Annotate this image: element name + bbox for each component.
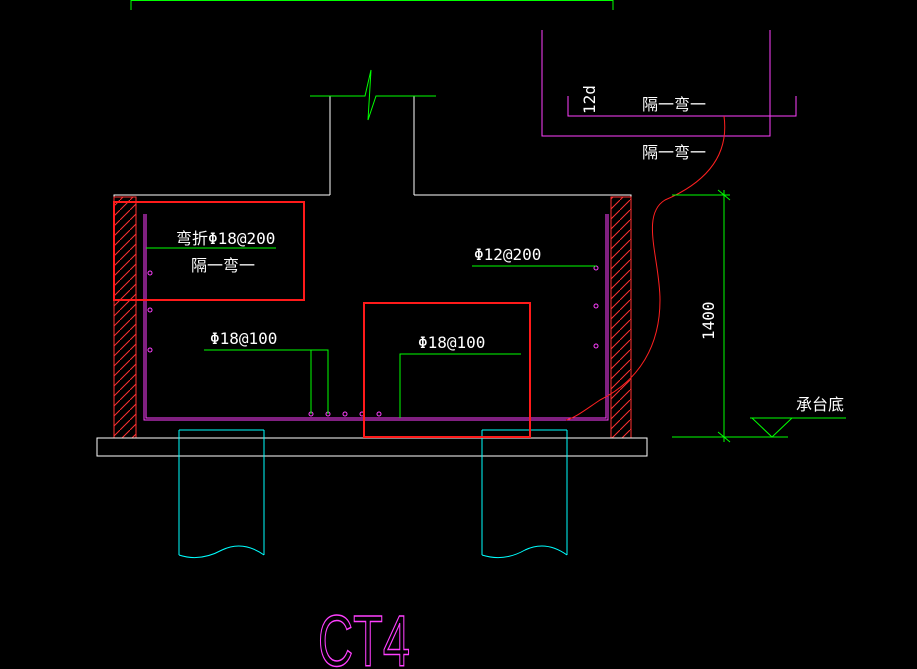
right-side-hatch xyxy=(610,196,632,439)
base-label: 承台底 xyxy=(796,395,844,414)
detail-anchor-length: 12d xyxy=(580,85,599,114)
drawing-title: CT4 xyxy=(318,602,410,669)
bottom-rebar-label-left: Φ18@100 xyxy=(210,329,277,348)
bottom-rebar-label-mid: Φ18@100 xyxy=(418,333,485,352)
column-stub xyxy=(310,69,436,195)
detail-inner-note: 隔一弯一 xyxy=(642,95,706,114)
highlight-box-bottom-rebar xyxy=(363,302,531,438)
left-side-hatch xyxy=(113,196,137,439)
top-dimension-line xyxy=(130,0,614,10)
detail-callout xyxy=(541,30,797,137)
pile-left xyxy=(178,429,265,559)
rebar-cage xyxy=(143,214,609,421)
detail-below-note: 隔一弯一 xyxy=(642,143,706,162)
top-rebar-label: Φ12@200 xyxy=(474,245,541,264)
base-level-marker xyxy=(750,417,846,438)
highlight-box-side-rebar xyxy=(113,201,305,301)
vertical-dimension xyxy=(672,189,788,443)
side-rebar-note: 隔一弯一 xyxy=(191,256,255,275)
pile-right xyxy=(481,429,568,559)
side-rebar-label: 弯折Φ18@200 xyxy=(176,229,275,248)
leader-lines xyxy=(146,247,596,418)
dimension-value: 1400 xyxy=(699,301,718,340)
transition-curve xyxy=(565,115,726,421)
